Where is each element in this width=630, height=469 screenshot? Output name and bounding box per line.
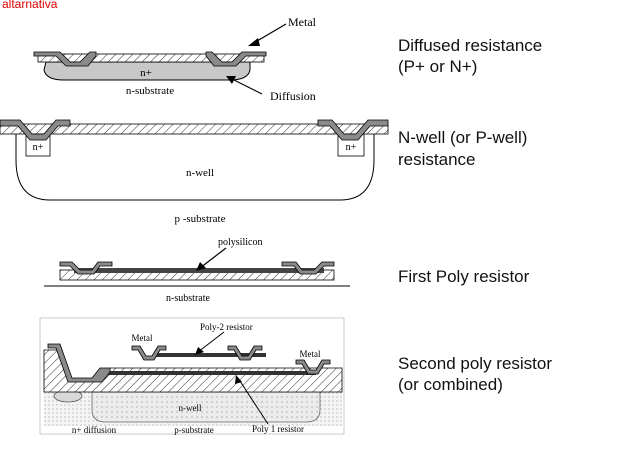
caption-poly1: First Poly resistor bbox=[398, 267, 530, 286]
diffusion-region-label: n+ bbox=[140, 67, 152, 79]
poly1-resistor-label: Poly 1 resistor bbox=[252, 424, 304, 434]
poly2-arrowhead bbox=[195, 347, 204, 355]
polysilicon-strip bbox=[74, 268, 324, 273]
poly1-arrow bbox=[237, 377, 269, 425]
metal-contact-left bbox=[59, 261, 113, 275]
n-substrate-label: n-substrate bbox=[166, 293, 210, 304]
poly1-arrowhead bbox=[235, 375, 242, 384]
oxide-layer bbox=[37, 53, 265, 63]
panel-diffused-resistance: n+ n-substrate Metal Diffusion bbox=[33, 15, 317, 103]
metal-contact-1 bbox=[47, 343, 111, 383]
caption-nwell-line2: resistance bbox=[398, 150, 475, 169]
caption-nwell-line1: N-well (or P-well) bbox=[398, 128, 527, 147]
nwell-oxide-layer bbox=[0, 123, 389, 135]
caption-diffused-line2: (P+ or N+) bbox=[398, 57, 477, 76]
metal-label: Metal bbox=[288, 15, 317, 29]
metal-arrowhead bbox=[248, 38, 260, 46]
nwell-label-2: n-well bbox=[179, 403, 202, 413]
poly1-strip bbox=[104, 371, 316, 375]
metal-contact-right bbox=[281, 261, 335, 275]
p-substrate-label-2: p-substrate bbox=[174, 425, 214, 435]
metal-contact-3 bbox=[227, 345, 263, 361]
p-substrate-label: p -substrate bbox=[174, 213, 225, 225]
metal-contact-left bbox=[33, 51, 97, 67]
metal-contact-4 bbox=[295, 359, 331, 375]
polysilicon-label: polysilicon bbox=[218, 237, 262, 248]
n-plus-left-label: n+ bbox=[33, 142, 44, 153]
poly2-resistor-label: Poly-2 resistor bbox=[200, 322, 253, 332]
panel-first-poly-resistor: polysilicon n-substrate bbox=[44, 237, 350, 304]
poly2-strip bbox=[156, 353, 266, 357]
polysilicon-arrow bbox=[199, 247, 227, 269]
caption-poly2-line1: Second poly resistor bbox=[398, 354, 552, 373]
nwell-region bbox=[15, 131, 375, 201]
polysilicon-arrowhead bbox=[196, 262, 206, 271]
caption-diffused-line1: Diffused resistance bbox=[398, 36, 542, 55]
diffusion-label: Diffusion bbox=[270, 89, 316, 103]
panel-nwell-resistance: n+ n+ n-well p -substrate bbox=[0, 119, 389, 225]
metal-contact-2 bbox=[131, 345, 167, 361]
top-cut-text: altarnativa bbox=[2, 0, 58, 11]
n-plus-right-label: n+ bbox=[346, 142, 357, 153]
diffusion-arrow bbox=[229, 77, 263, 95]
metal-right-label: Metal bbox=[300, 349, 321, 359]
metal-contact-left bbox=[0, 119, 71, 141]
caption-poly2-line2: (or combined) bbox=[398, 375, 503, 394]
nwell-region-2 bbox=[91, 391, 321, 423]
substrate-label: n-substrate bbox=[126, 85, 174, 97]
panel-second-poly-resistor: Metal Metal Poly-2 resistor n-well n+ di… bbox=[39, 317, 345, 435]
n-plus-diffusion-label: n+ diffusion bbox=[72, 425, 117, 435]
diffusion-arrowhead bbox=[226, 76, 236, 84]
poly2-arrow bbox=[197, 331, 225, 353]
metal-left-label: Metal bbox=[132, 333, 153, 343]
nwell-label: n-well bbox=[186, 167, 214, 179]
metal-contact-right bbox=[317, 119, 389, 141]
metal-contact-right bbox=[205, 51, 267, 67]
